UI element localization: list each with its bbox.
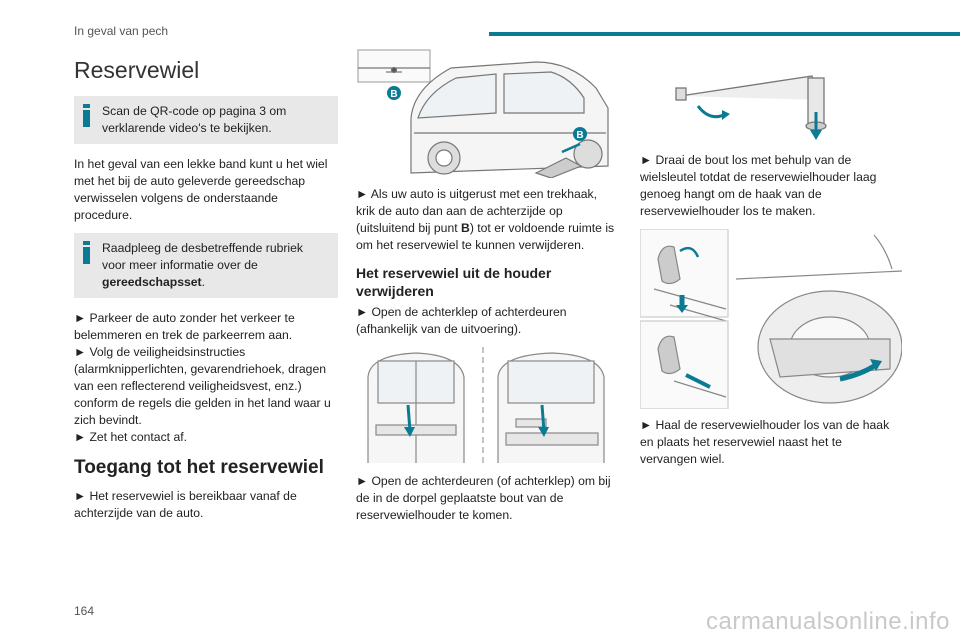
step-open-doors: ► Open de achterdeuren (of achterklep) o… [356,474,611,522]
step-ignition-off: ► Zet het contact af. [74,430,188,444]
badge-b-top [387,86,401,100]
info-note-text: Scan de QR-code op pagina 3 om verklaren… [102,104,287,135]
step-remove-holder: ► Haal de reservewielhouder los van de h… [640,418,890,466]
step-safety: ► Volg de veiligheidsinstructies (alarmk… [74,345,331,427]
info-icon [82,104,91,128]
info-note-toolkit: Raadpleeg de desbetreffende rubriek voor… [74,233,338,298]
wheel-wrench-illustration [675,75,827,140]
subsection-heading: Het reservewiel uit de houder verwijdere… [356,265,552,299]
van-jack-illustration: B B [357,49,609,178]
watermark: carmanualsonline.info [706,608,950,635]
step-access: ► Het reservewiel is bereikbaar vanaf de… [74,489,297,520]
column-middle: B B ► Als uw auto is uitgerust met een t… [356,48,618,533]
column-left: Reservewiel Scan de QR-code op pagina 3 … [74,56,338,531]
info-note-text: Raadpleeg de desbetreffende rubriek voor… [102,241,304,272]
info-icon [82,241,91,265]
step-open-tailgate: ► Open de achterklep of achterdeuren (af… [356,305,567,336]
info-note-bold: gereedschapsset [102,275,202,289]
step-park: ► Parkeer de auto zonder het verkeer te … [74,311,295,342]
spare-wheel-illustration [640,229,902,409]
badge-b-bottom [573,127,587,141]
intro-paragraph: In het geval van een lekke band kunt u h… [74,157,328,222]
info-note: Scan de QR-code op pagina 3 om verklaren… [74,96,338,144]
page-number: 164 [74,604,95,618]
running-header: In geval van pech [74,24,169,38]
info-note-end: . [201,275,205,289]
rear-doors-illustration [367,347,605,465]
jack-paragraph: ► Als uw auto is uitgerust met een trekh… [356,187,615,252]
header-accent-bar [489,32,960,36]
step-loosen-bolt: ► Draai de bout los met behulp van de wi… [640,153,877,218]
badge-b-label: B [390,89,397,100]
badge-b-label: B [576,130,583,141]
section-title: Reservewiel [74,57,200,83]
column-right: ► Draai de bout los met behulp van de wi… [640,48,902,477]
subsection-title: Toegang tot het reservewiel [74,457,324,478]
